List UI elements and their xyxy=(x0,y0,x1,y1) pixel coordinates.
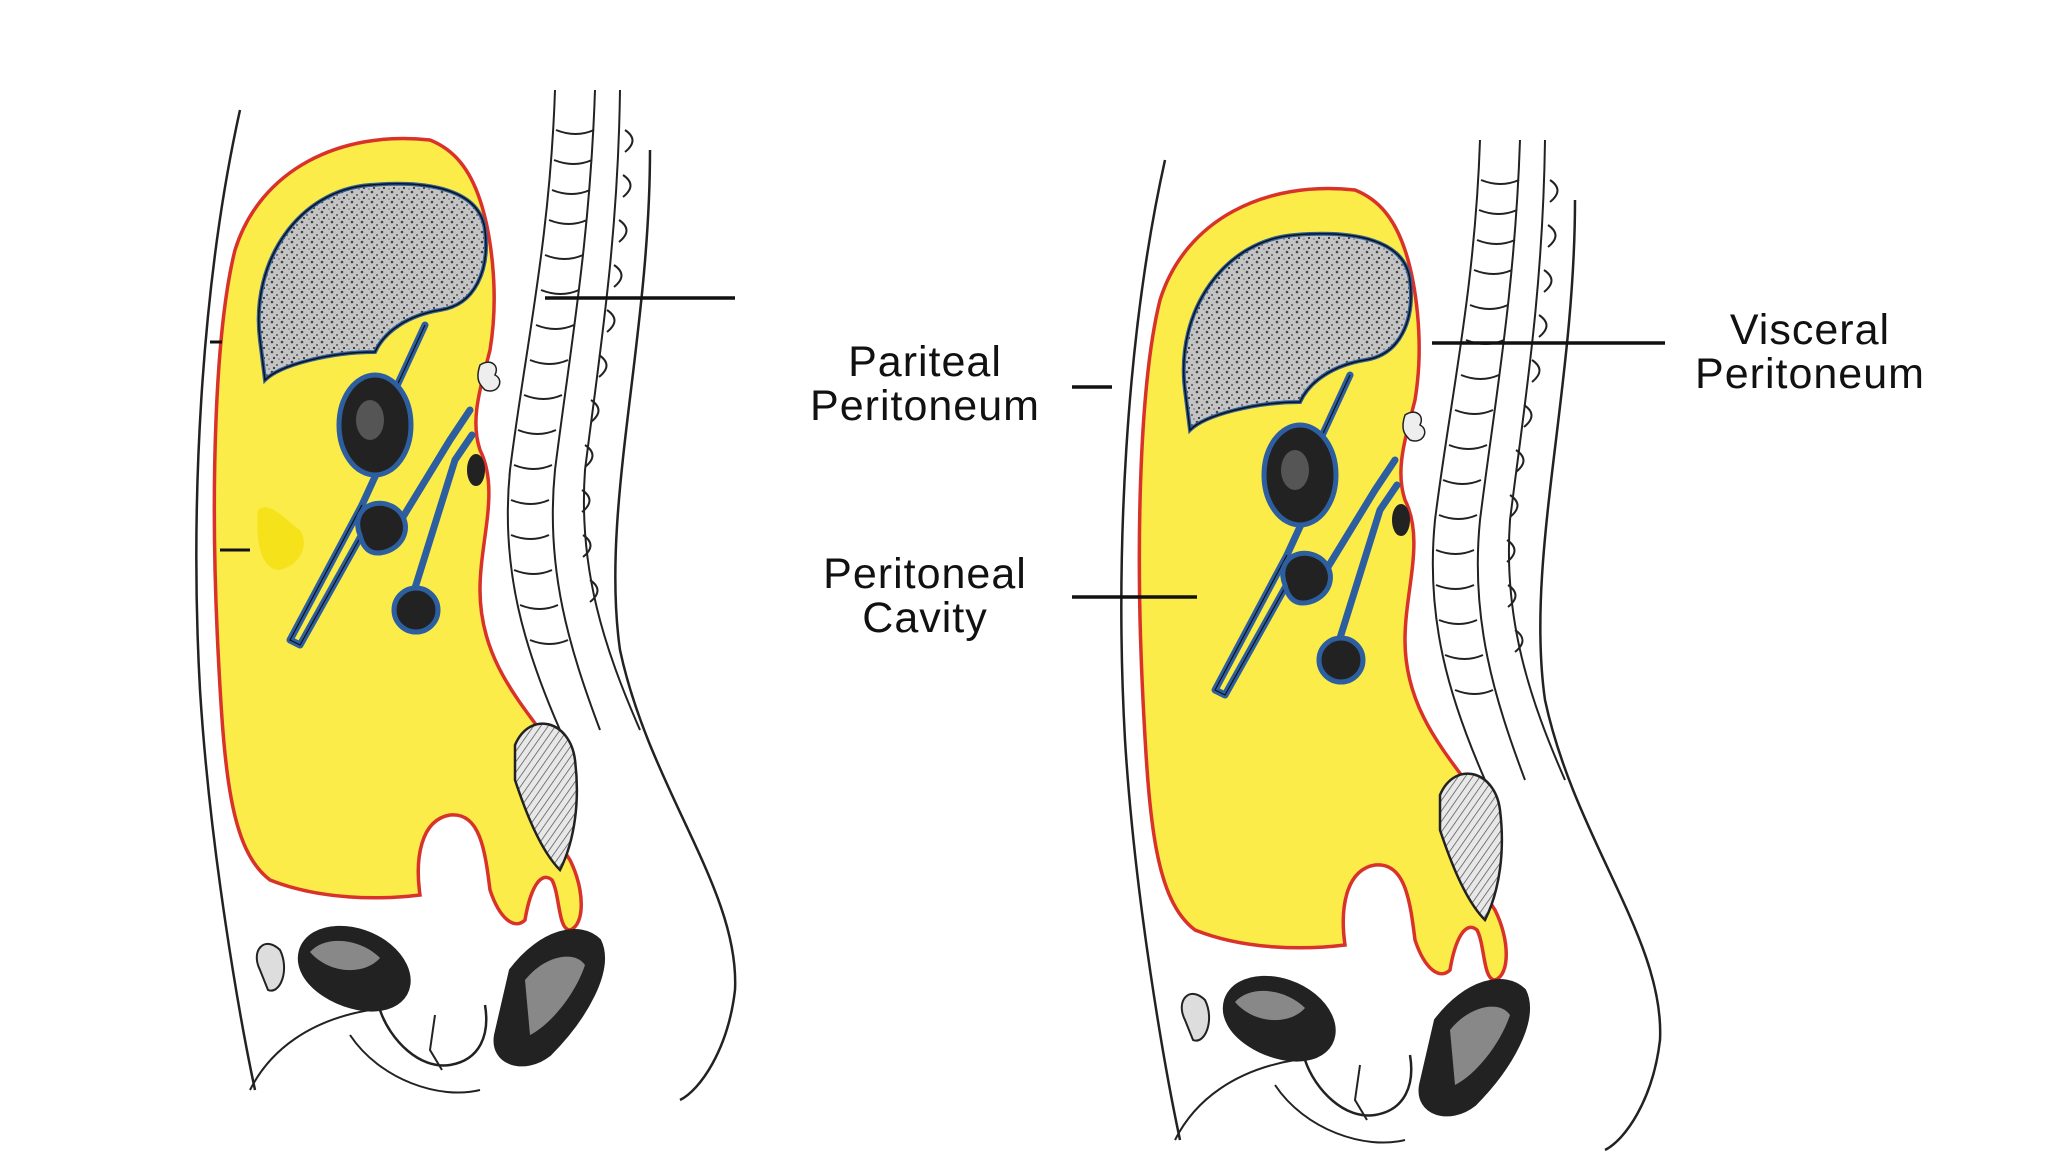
parietal-label-line1: Pariteal xyxy=(848,338,1002,386)
yellow-smudge xyxy=(257,507,304,570)
right-section-figure xyxy=(1072,140,1665,1150)
left-section-figure xyxy=(196,90,735,1100)
visceral-label-line2: Peritoneum xyxy=(1695,350,1925,398)
cavity-label-line2: Cavity xyxy=(862,594,988,642)
parietal-label-line2: Peritoneum xyxy=(810,382,1040,430)
cavity-label-line1: Peritoneal xyxy=(823,550,1027,598)
visceral-label-line1: Visceral xyxy=(1729,306,1891,354)
visceral-peritoneum-label: Visceral Peritoneum xyxy=(1660,308,1960,396)
parietal-peritoneum-label: Pariteal Peritoneum xyxy=(780,340,1070,428)
peritoneal-cavity-label: Peritoneal Cavity xyxy=(790,552,1060,640)
